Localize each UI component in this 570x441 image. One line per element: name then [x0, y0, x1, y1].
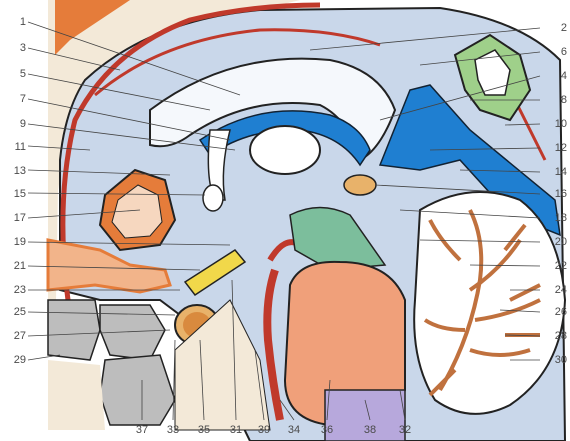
- label-left-11: 11: [8, 141, 26, 153]
- label-left-23: 23: [8, 284, 26, 296]
- pineal-gland: [344, 175, 376, 195]
- sphenoid-gray-block: [100, 355, 175, 425]
- label-right-18: 18: [547, 212, 567, 224]
- label-left-19: 19: [8, 236, 26, 248]
- label-left-13: 13: [8, 165, 26, 177]
- label-right-30: 30: [547, 354, 567, 366]
- label-left-29: 29: [8, 354, 26, 366]
- label-left-5: 5: [8, 68, 26, 80]
- label-right-12: 12: [547, 142, 567, 154]
- label-right-28: 28: [547, 330, 567, 342]
- label-right-20: 20: [547, 236, 567, 248]
- label-left-15: 15: [8, 188, 26, 200]
- label-right-26: 26: [547, 306, 567, 318]
- label-bottom-39: 39: [254, 424, 274, 436]
- label-bottom-35: 35: [194, 424, 214, 436]
- label-bottom-36: 36: [317, 424, 337, 436]
- thalamus-white: [250, 126, 320, 174]
- label-right-2: 2: [547, 22, 567, 34]
- label-bottom-33: 33: [163, 424, 183, 436]
- label-bottom-32: 32: [395, 424, 415, 436]
- label-right-4: 4: [547, 70, 567, 82]
- label-left-17: 17: [8, 212, 26, 224]
- small-white-oval: [203, 185, 223, 211]
- label-right-22: 22: [547, 260, 567, 272]
- label-right-6: 6: [547, 46, 567, 58]
- label-right-24: 24: [547, 284, 567, 296]
- label-right-8: 8: [547, 94, 567, 106]
- label-left-1: 1: [8, 16, 26, 28]
- label-right-16: 16: [547, 188, 567, 200]
- label-left-21: 21: [8, 260, 26, 272]
- label-left-9: 9: [8, 118, 26, 130]
- label-left-7: 7: [8, 93, 26, 105]
- label-left-3: 3: [8, 42, 26, 54]
- nasal-gray-block-1: [48, 300, 100, 360]
- label-right-10: 10: [547, 118, 567, 130]
- label-bottom-34: 34: [284, 424, 304, 436]
- label-bottom-38: 38: [360, 424, 380, 436]
- label-bottom-37: 37: [132, 424, 152, 436]
- label-left-27: 27: [8, 330, 26, 342]
- label-left-25: 25: [8, 306, 26, 318]
- skull-base-beige: [48, 360, 105, 430]
- label-bottom-31: 31: [226, 424, 246, 436]
- label-right-14: 14: [547, 166, 567, 178]
